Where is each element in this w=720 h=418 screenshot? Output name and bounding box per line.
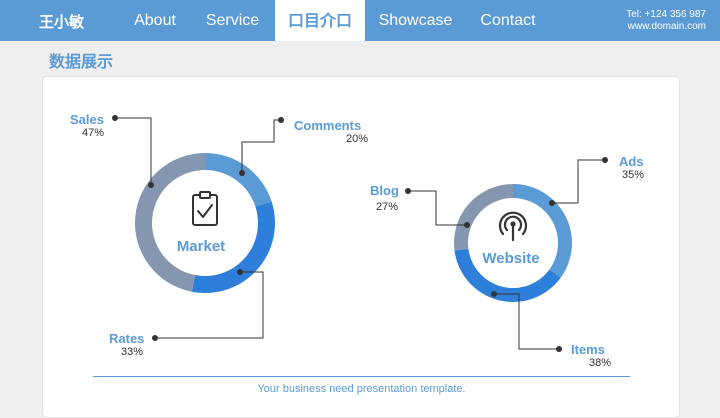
slice-label-blog: Blog — [370, 183, 399, 198]
slice-value-blog: 27% — [376, 201, 399, 213]
donut-slice-comments — [205, 153, 272, 207]
nav-item-service[interactable]: Service — [205, 12, 260, 29]
nav-item-active[interactable]: 口目介口 — [275, 0, 365, 41]
leader-dots — [112, 115, 608, 352]
donut-center-label-market: Market — [176, 238, 226, 255]
top-nav-bar: 王小敏 About Service 口目介口 Showcase Contact … — [0, 0, 720, 41]
slice-label-ads: Ads — [619, 154, 644, 169]
contact-info: Tel: +124 356 987 www.domain.com — [626, 9, 706, 33]
contact-phone: Tel: +124 356 987 — [626, 9, 706, 20]
slice-value-ads: 35% — [622, 169, 645, 181]
leader-line-ads — [552, 159, 605, 204]
leader-lines — [115, 117, 605, 350]
leader-line-comments — [241, 119, 281, 173]
slice-label-rates: Rates — [109, 331, 145, 346]
brand-name[interactable]: 王小敏 — [39, 13, 85, 31]
footer-divider — [93, 376, 630, 377]
leader-line-items — [494, 293, 559, 350]
clipboard-check-icon — [192, 191, 218, 226]
donut-slice-sales — [134, 153, 205, 292]
slice-label-sales: Sales — [70, 112, 104, 127]
leader-line-blog — [408, 190, 467, 226]
donut-slice-ads — [513, 184, 572, 278]
nav-item-showcase[interactable]: Showcase — [378, 12, 453, 29]
donut-slice-blog — [454, 184, 513, 251]
page-title: 数据展示 — [49, 52, 114, 71]
slice-value-rates: 33% — [121, 346, 144, 358]
slice-value-comments: 20% — [346, 133, 369, 145]
leader-line-sales — [115, 117, 152, 185]
footer-tagline: Your business need presentation template… — [257, 383, 466, 395]
slice-label-comments: Comments — [294, 118, 362, 133]
nav-item-contact[interactable]: Contact — [480, 12, 536, 29]
donut-slice-items — [454, 248, 561, 302]
donut-slice-rates — [191, 201, 275, 293]
donut-chart-market — [134, 153, 275, 293]
antenna-signal-icon — [498, 211, 528, 242]
slice-label-items: Items — [571, 342, 605, 357]
contact-website: www.domain.com — [627, 21, 706, 32]
slice-value-sales: 47% — [82, 127, 105, 139]
leader-line-rates — [155, 271, 264, 339]
donut-chart-website — [454, 184, 572, 302]
donut-charts — [112, 115, 608, 352]
donut-center-label-website: Website — [482, 250, 540, 267]
slice-value-items: 38% — [589, 357, 612, 369]
nav-item-about[interactable]: About — [134, 12, 176, 29]
